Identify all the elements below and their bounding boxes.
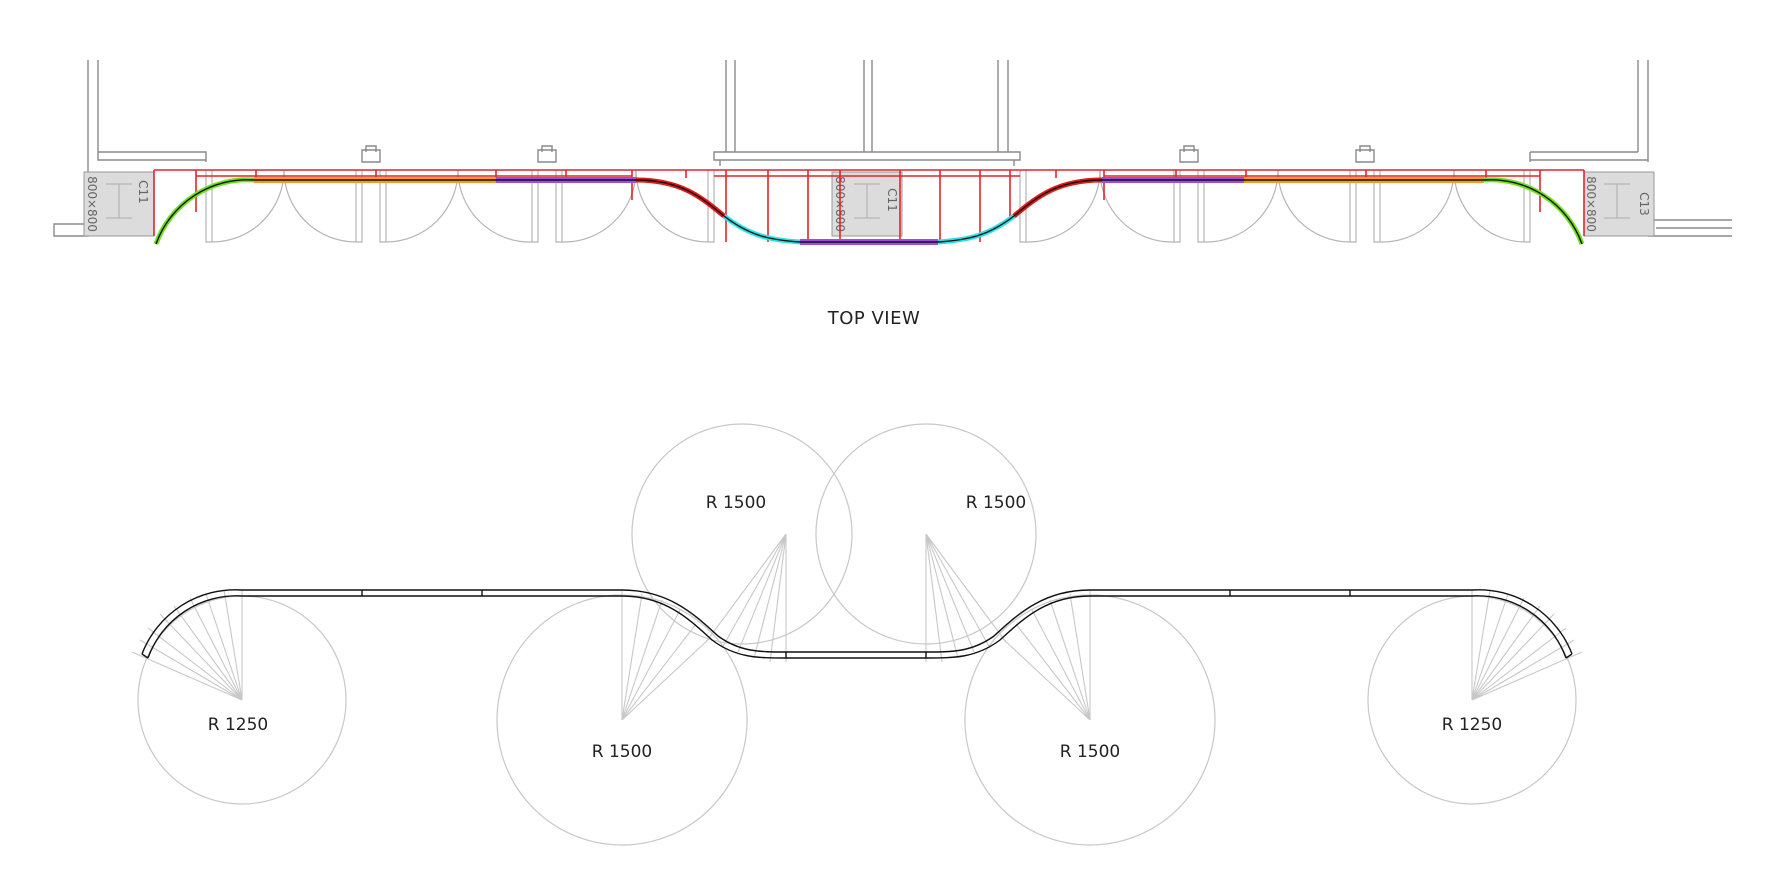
track-outline: [141, 589, 1573, 659]
red-frame: [153, 169, 1585, 242]
door-swings: [205, 169, 1531, 243]
radius-label-top-left: R 1500: [706, 493, 766, 513]
column-left-size: 800×800: [85, 176, 99, 232]
column-left: C11 800×800: [83, 171, 155, 237]
segment-cyan-left: [722, 214, 801, 245]
radius-label-top-right: R 1500: [966, 493, 1026, 513]
column-left-id: C11: [136, 180, 150, 204]
column-right: C13 800×800: [1583, 171, 1655, 237]
column-right-id: C13: [1637, 192, 1651, 216]
segment-red-right: [1012, 177, 1103, 218]
radius-label-right: R 1250: [1442, 715, 1502, 735]
segment-cyan-right: [937, 214, 1016, 245]
guide-circles: [137, 423, 1577, 846]
column-right-size: 800×800: [1584, 176, 1598, 232]
radius-label-left: R 1250: [208, 715, 268, 735]
top-view-title: TOP VIEW: [827, 308, 921, 329]
column-center: C11 800×800: [831, 171, 903, 237]
guide-circle-top-left: [631, 423, 853, 645]
radial-lines: [131, 533, 1583, 721]
top-view-plan: C11 800×800 C11 800×800 C13 800×800: [53, 60, 1732, 329]
radius-label-mid-left: R 1500: [592, 742, 652, 762]
radius-diagram: R 1500 R 1500 R 1250 R 1500 R 1500 R 125…: [131, 423, 1583, 846]
segment-red-left: [635, 177, 726, 218]
colored-track: [153, 177, 1585, 245]
column-center-id: C11: [885, 188, 899, 212]
radius-label-mid-right: R 1500: [1060, 742, 1120, 762]
